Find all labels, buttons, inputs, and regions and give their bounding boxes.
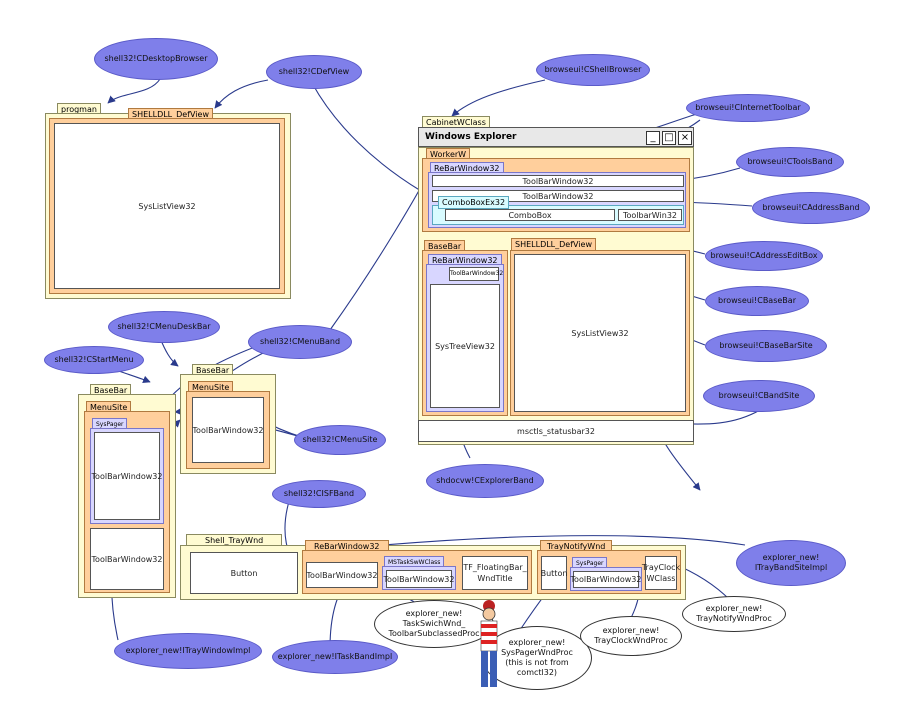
maximize-icon[interactable]: □ [662,131,676,145]
explorer-toolbar-1: ToolBarWindow32 [432,175,684,187]
ellipse-explorerband: shdocvw!CExplorerBand [426,464,544,498]
tray-start-button: Button [190,552,298,594]
ellipse-traybandsiteimpl: explorer_new! ITrayBandSiteImpl [736,540,846,586]
tray-clock: TrayClock WClass [642,556,680,590]
proc-trayclock: explorer_new! TrayClockWndProc [580,616,682,656]
ellipse-addressband: browseui!CAddressBand [752,192,870,224]
wire-traybandsiteimpl [371,535,746,550]
ellipse-bandsite: browseui!CBandSite [703,380,815,412]
combobox: ComboBox [445,209,615,221]
explorer-listview: SysListView32 [514,254,686,412]
ellipse-defview: shell32!CDefView [266,55,362,89]
tray-notify-button: Button [541,556,567,590]
submenu-toolbar: ToolBarWindow32 [192,397,264,463]
ellipse-taskbandimpl: explorer_new!ITaskBandImpl [272,640,398,674]
floating-bar: TF_FloatingBar_ WndTitle [462,556,528,590]
task-toolbar: ToolBarWindow32 [384,570,454,588]
ellipse-startmenu: shell32!CStartMenu [44,346,144,374]
ellipse-traywindowimpl: explorer_new!ITrayWindowImpl [114,633,262,669]
ellipse-basebar: browseui!CBaseBar [705,286,809,316]
waldo-figure [480,600,498,687]
ellipse-menuband: shell32!CMenuBand [248,325,352,359]
explorer-titlebar: Windows Explorer _ □ × [418,127,694,147]
wire-shellbrowser [451,79,546,117]
waldo-face-icon [482,607,496,621]
statusbar: msctls_statusbar32 [418,420,694,442]
ellipse-desktopbrowser: shell32!CDesktopBrowser [94,38,218,80]
treeview: SysTreeView32 [430,284,500,408]
proc-taskswitch: explorer_new! TaskSwichWnd_ ToolbarSubcl… [374,600,494,648]
wire-menuband-3 [329,169,431,331]
ellipse-menusite: shell32!CMenuSite [294,425,386,455]
proc-traynotify: explorer_new! TrayNotifyWndProc [682,596,786,632]
proc-syspager: explorer_new! SysPagerWndProc (this is n… [482,626,592,690]
tray-rebar-toolbar: ToolBarWindow32 [306,562,378,588]
wire-defview-desktop [214,79,269,109]
startmenu-toolbar-2: ToolBarWindow32 [90,528,164,590]
comboboxex-tab: ComboBoxEx32 [438,196,510,209]
ellipse-addresseditbox: browseui!CAddressEditBox [705,241,823,271]
tray-notify-toolbar: ToolBarWindow32 [571,571,641,588]
ellipse-isfband: shell32!CISFBand [272,480,366,508]
explorer-toolbar-3: ToolBarWindow32 [449,267,503,281]
close-icon[interactable]: × [678,131,692,145]
ellipse-internettoolbar: browseui!CInternetToolbar [686,94,810,122]
ellipse-menudeskbar: shell32!CMenuDeskBar [108,311,220,343]
startmenu-toolbar-1: ToolBarWindow32 [92,432,162,520]
ellipse-basebarsite: browseui!CBaseBarSite [705,330,827,362]
ellipse-shellbrowser: browseui!CShellBrowser [536,54,650,86]
wire-desktopbrowser [107,78,161,104]
toolbarwin: ToolbarWin32 [618,209,682,221]
ellipse-toolsband: browseui!CToolsBand [736,147,844,177]
waldo-leg-icon [481,651,488,687]
explorer-title: Windows Explorer [425,132,517,142]
minimize-icon[interactable]: _ [646,131,660,145]
desktop-listview: SysListView32 [54,123,280,289]
